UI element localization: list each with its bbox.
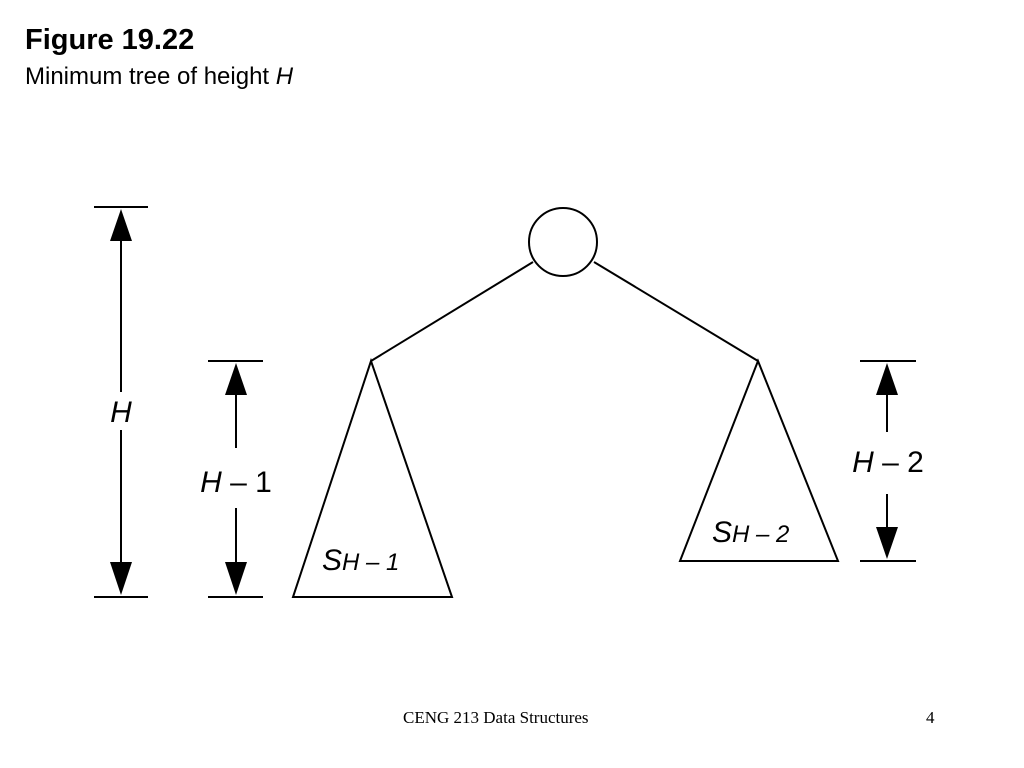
- height-h-minus-1-dimension: [208, 360, 263, 598]
- arrow-down-icon: [876, 527, 898, 559]
- arrow-up-icon: [110, 209, 132, 241]
- left-subtree-label: SH – 1: [322, 544, 399, 577]
- arrow-down-icon: [110, 562, 132, 595]
- slide-footer: CENG 213 Data Structures: [403, 708, 589, 727]
- subtitle-text: Minimum tree of height: [25, 63, 276, 90]
- left-subtree-triangle: [291, 357, 454, 598]
- height-h-minus-2-dimension: [860, 360, 916, 562]
- height-h-dimension: [94, 206, 148, 598]
- right-subtree-label: SH – 2: [712, 516, 789, 549]
- height-label-h: H: [110, 396, 132, 429]
- left-edge: [370, 261, 534, 362]
- right-subtree-triangle: [678, 358, 840, 562]
- height-label-h-minus-1: H – 1: [200, 466, 272, 499]
- right-edge: [593, 261, 759, 362]
- page-number: 4: [926, 708, 935, 727]
- root-node: [528, 207, 598, 277]
- figure-subtitle: Minimum tree of height H: [25, 62, 293, 92]
- arrow-up-icon: [225, 363, 247, 395]
- arrow-up-icon: [876, 363, 898, 395]
- subtitle-variable: H: [275, 63, 294, 90]
- arrow-down-icon: [225, 562, 247, 595]
- height-label-h-minus-2: H – 2: [852, 446, 924, 479]
- figure-title: Figure 19.22: [25, 24, 195, 56]
